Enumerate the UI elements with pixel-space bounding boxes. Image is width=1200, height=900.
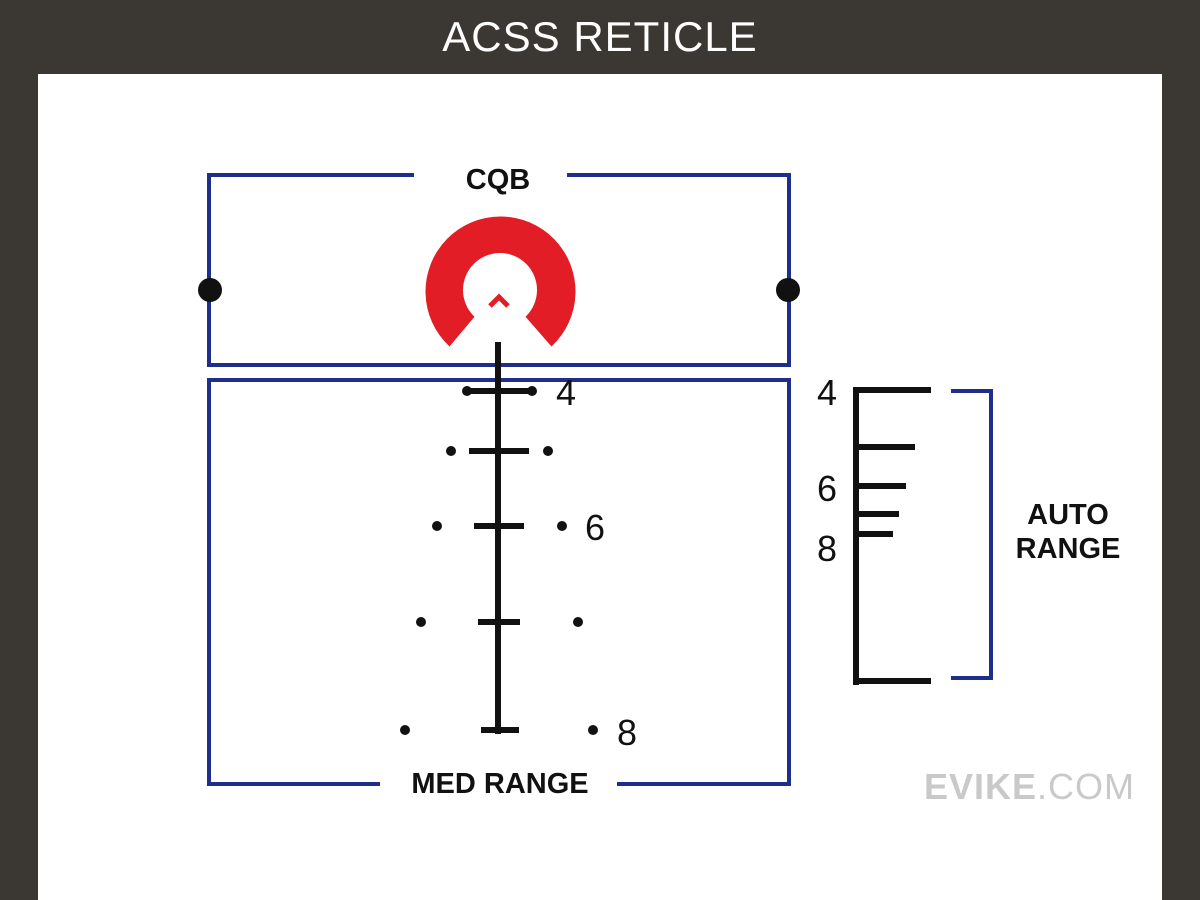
auto-range-ladder — [853, 387, 931, 685]
watermark-brand: EVIKE — [924, 766, 1038, 807]
cqb-frame — [207, 173, 791, 367]
stadia-bar-4 — [464, 388, 532, 394]
stadia-bar-5 — [469, 448, 529, 454]
auto-range-label-line1: AUTO — [1027, 499, 1109, 531]
auto-range-mark-4: 4 — [817, 372, 837, 413]
vertical-post — [495, 342, 501, 734]
wind-dot — [527, 386, 537, 396]
wind-dot — [432, 521, 442, 531]
wind-dot — [416, 617, 426, 627]
right-dot — [776, 278, 800, 302]
med-range-mark-4: 4 — [556, 372, 576, 413]
wind-dot — [588, 725, 598, 735]
wind-dot — [543, 446, 553, 456]
med-range-mark-6: 6 — [585, 507, 605, 548]
header-bar: ACSS RETICLE — [0, 0, 1200, 74]
watermark-suffix: .COM — [1037, 766, 1136, 807]
auto-range-mark-6: 6 — [817, 468, 837, 509]
wind-dot — [462, 386, 472, 396]
diagram-panel — [38, 74, 1162, 900]
wind-dots — [400, 386, 598, 735]
left-dot — [198, 278, 222, 302]
aim-chevron — [488, 293, 510, 308]
stadia-bar-8 — [481, 727, 519, 733]
wind-dot — [446, 446, 456, 456]
evike-watermark: EVIKE.COM — [924, 766, 1135, 808]
cqb-red-ring — [425, 216, 576, 347]
wind-dot — [400, 725, 410, 735]
stadia-bar-7 — [478, 619, 520, 625]
page-title: ACSS RETICLE — [442, 13, 758, 60]
wind-dot — [573, 617, 583, 627]
stadia-bar-6 — [474, 523, 524, 529]
med-range-mark-8: 8 — [617, 712, 637, 753]
auto-range-label-line2: RANGE — [1016, 533, 1121, 565]
wind-dot — [557, 521, 567, 531]
med-range-label: MED RANGE — [411, 768, 588, 800]
auto-range-mark-8: 8 — [817, 528, 837, 569]
auto-range-bracket — [951, 389, 993, 680]
cqb-label: CQB — [466, 164, 530, 196]
